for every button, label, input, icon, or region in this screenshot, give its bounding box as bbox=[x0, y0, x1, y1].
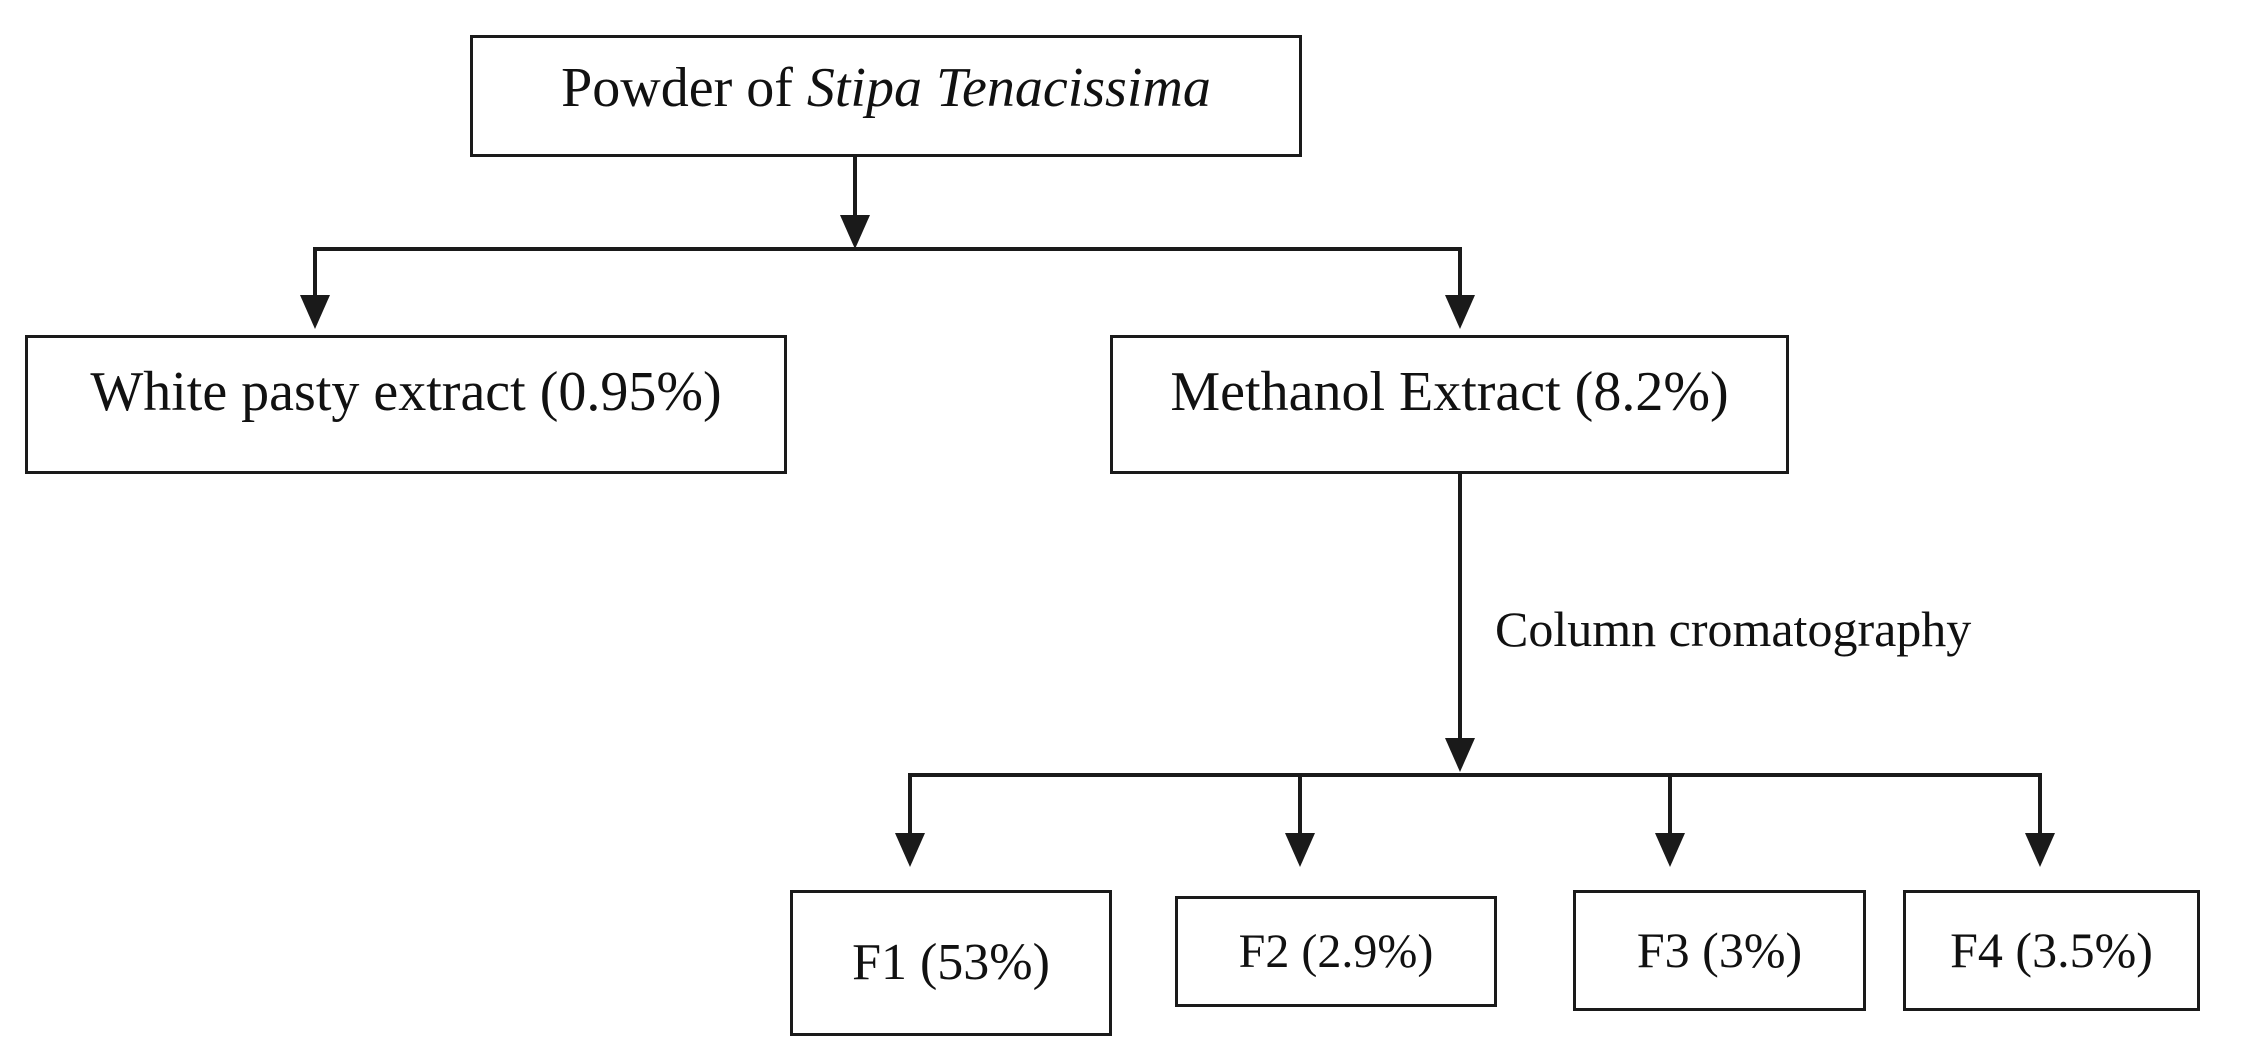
arrowhead-to-f4 bbox=[2025, 833, 2055, 867]
node-powder-prefix: Powder of bbox=[561, 57, 807, 119]
node-fraction-f4-label: F4 (3.5%) bbox=[1950, 921, 2153, 978]
arrowhead-to-methanol-extract bbox=[1445, 295, 1475, 329]
connector-to-methanol-extract bbox=[1458, 247, 1462, 299]
node-fraction-f2: F2 (2.9%) bbox=[1175, 896, 1497, 1007]
arrowhead-to-f2 bbox=[1285, 833, 1315, 867]
connector-to-f3 bbox=[1668, 773, 1672, 837]
connector-to-f2 bbox=[1298, 773, 1302, 837]
connector-to-f1 bbox=[908, 773, 912, 837]
edge-label-column-cromatography: Column cromatography bbox=[1495, 601, 1972, 657]
node-white-pasty-extract: White pasty extract (0.95%) bbox=[25, 335, 787, 474]
node-fraction-f1-label: F1 (53%) bbox=[852, 934, 1050, 992]
split-bar-row2 bbox=[908, 773, 2042, 777]
node-powder-species: Stipa Tenacissima bbox=[806, 57, 1211, 119]
node-fraction-f4: F4 (3.5%) bbox=[1903, 890, 2200, 1011]
arrowhead-to-white-extract bbox=[300, 295, 330, 329]
node-methanol-extract: Methanol Extract (8.2%) bbox=[1110, 335, 1789, 474]
node-powder-of-stipa-tenacissima: Powder of Stipa Tenacissima bbox=[470, 35, 1302, 157]
connector-to-f4 bbox=[2038, 773, 2042, 837]
node-fraction-f2-label: F2 (2.9%) bbox=[1238, 924, 1434, 978]
node-powder-label: Powder of Stipa Tenacissima bbox=[555, 56, 1217, 120]
split-bar-row1 bbox=[313, 247, 1462, 251]
arrowhead-to-f1 bbox=[895, 833, 925, 867]
node-methanol-extract-label: Methanol Extract (8.2%) bbox=[1170, 361, 1729, 423]
arrowhead-methanol-stem bbox=[1445, 738, 1475, 772]
node-fraction-f3-label: F3 (3%) bbox=[1636, 921, 1803, 978]
node-fraction-f1: F1 (53%) bbox=[790, 890, 1112, 1036]
connector-methanol-stem bbox=[1458, 474, 1462, 742]
connector-to-white-extract bbox=[313, 247, 317, 299]
arrowhead-powder-stem bbox=[840, 215, 870, 249]
connector-powder-stem bbox=[853, 157, 857, 221]
arrowhead-to-f3 bbox=[1655, 833, 1685, 867]
node-fraction-f3: F3 (3%) bbox=[1573, 890, 1866, 1011]
node-white-pasty-extract-label: White pasty extract (0.95%) bbox=[90, 361, 722, 423]
